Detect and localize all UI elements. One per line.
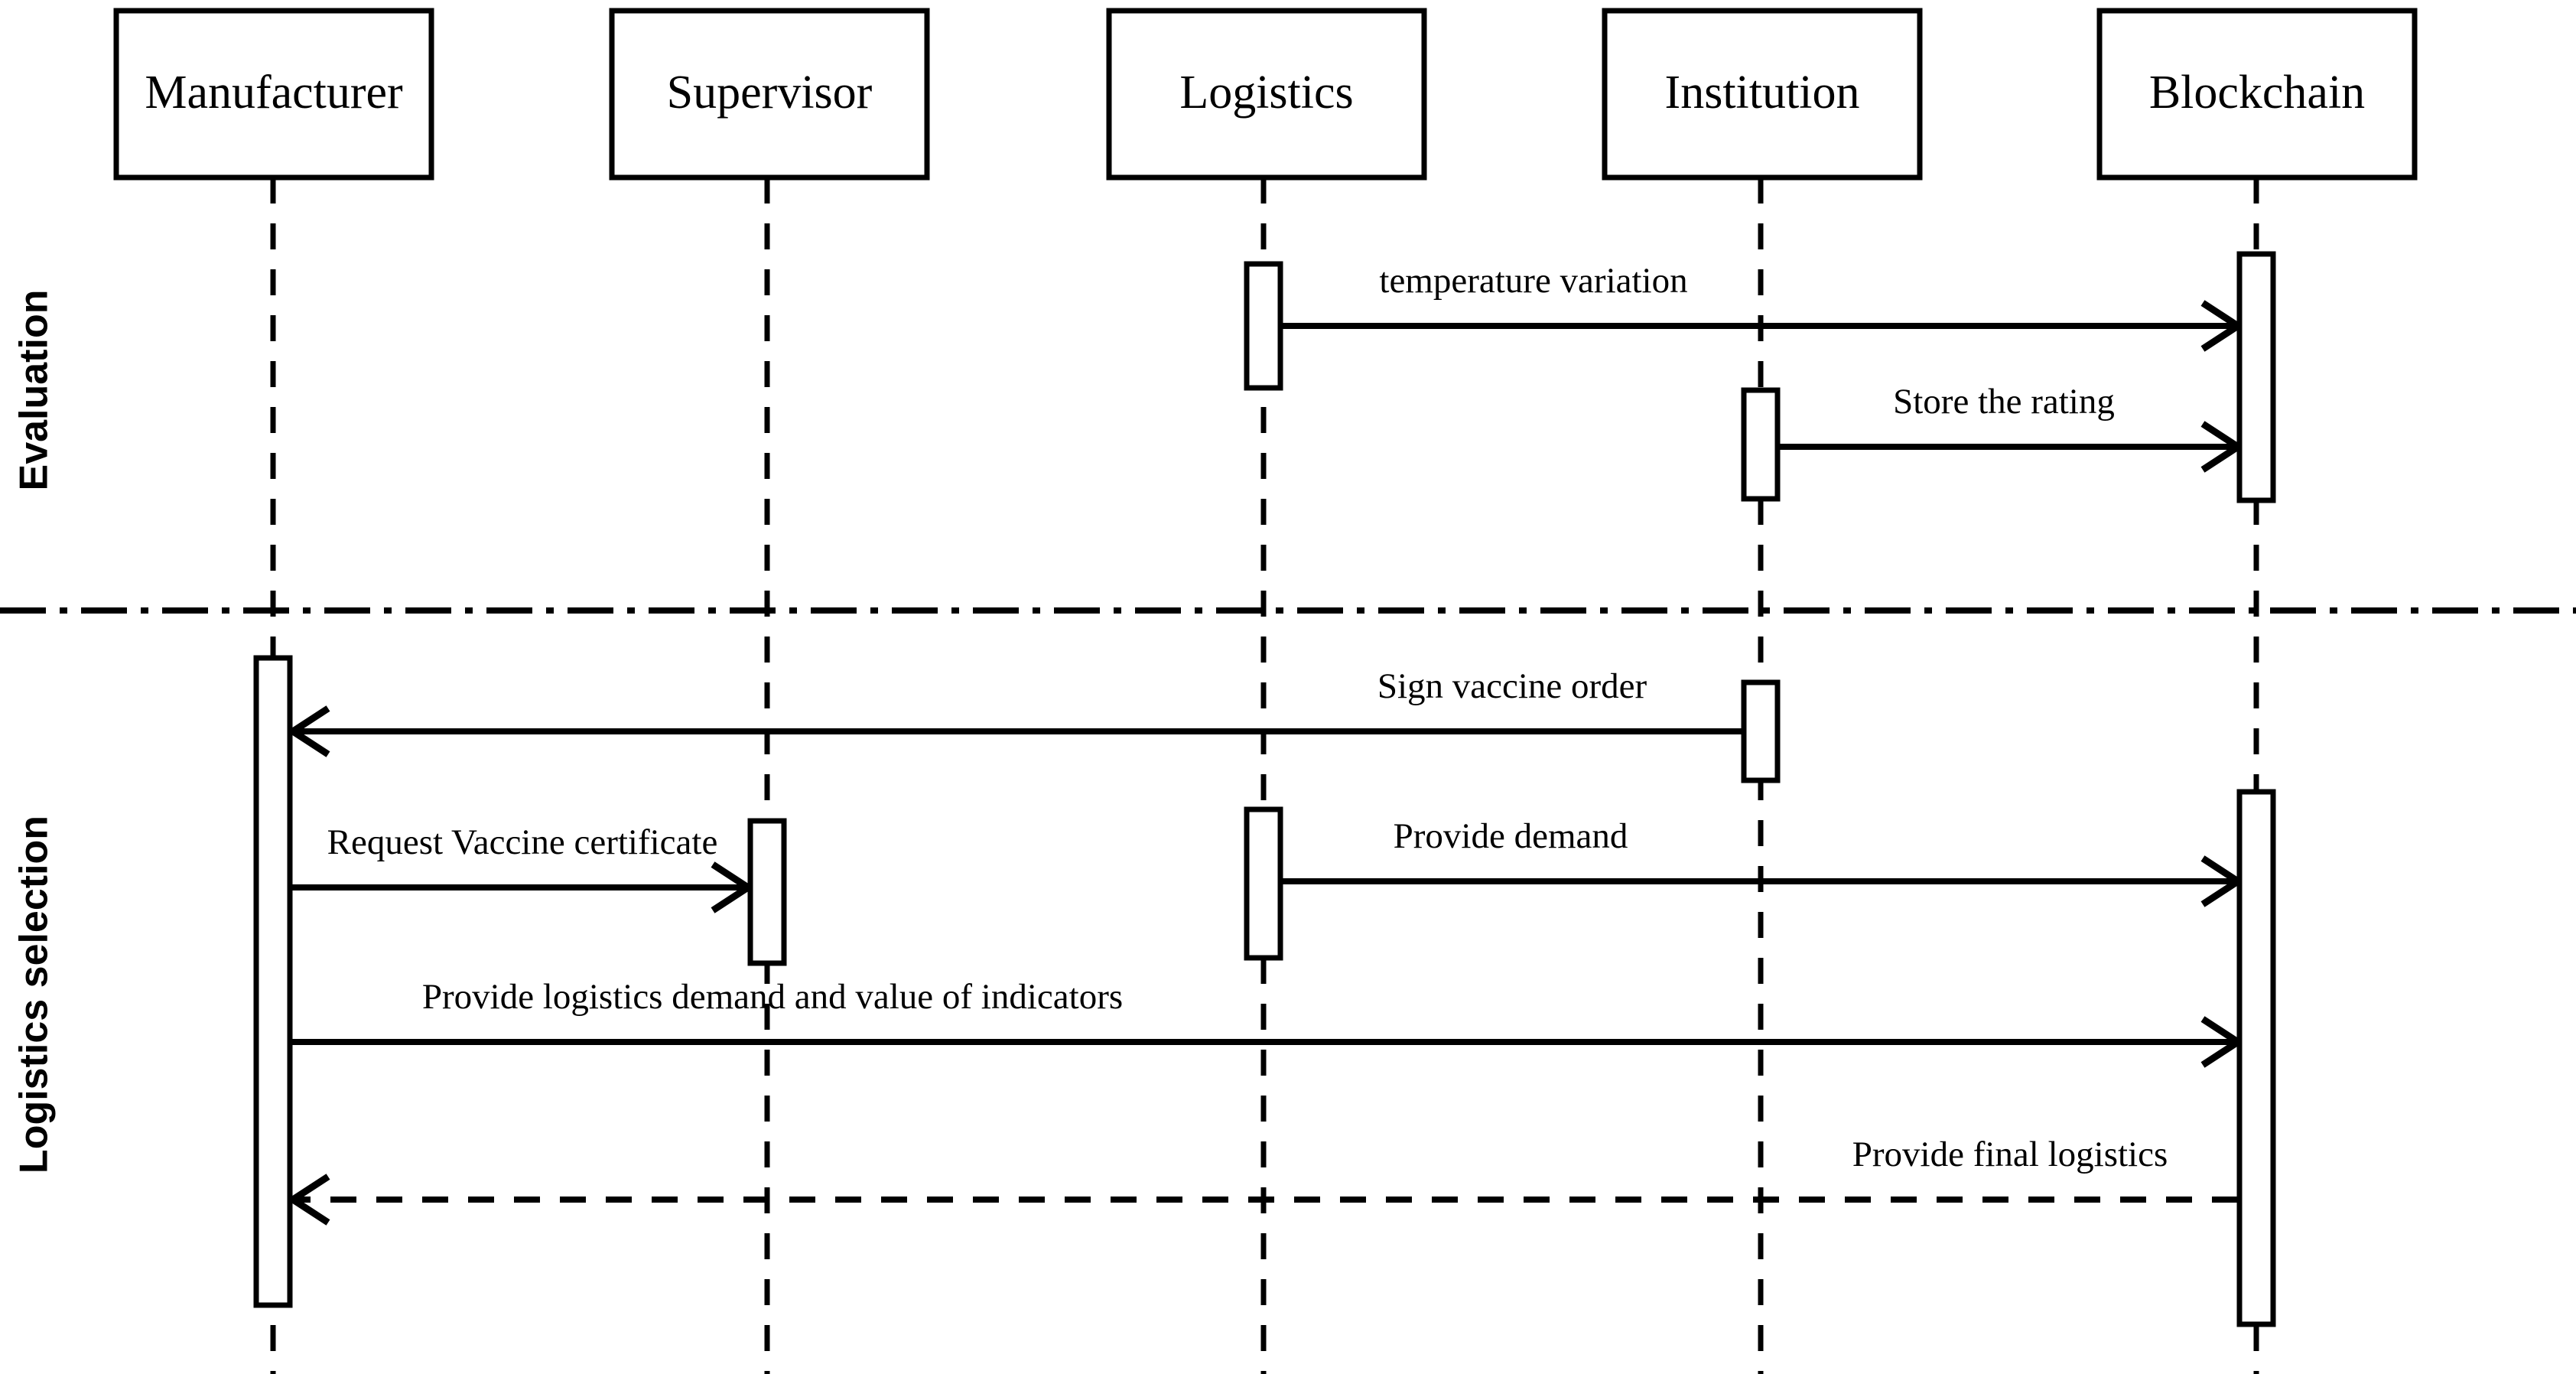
activation-bar-act-blockchain-eval[interactable] (2236, 251, 2276, 503)
activation-bar-act-institution-eval[interactable] (1741, 387, 1781, 502)
actor-label-manufacturer: Manufacturer (145, 67, 403, 119)
actor-box-rect-institution (1602, 8, 1923, 181)
actor-label-logistics: Logistics (1179, 67, 1353, 119)
actor-label-blockchain: Blockchain (2149, 67, 2365, 119)
message-label-msg-5: Provide demand (1394, 816, 1628, 856)
actor-box-manufacturer[interactable]: Manufacturer (113, 8, 434, 181)
actor-box-supervisor[interactable]: Supervisor (609, 8, 930, 181)
activation-bar-act-manufacturer-ls[interactable] (253, 655, 293, 1308)
message-label-msg-4: Request Vaccine certificate (327, 822, 718, 862)
section-label-evaluation: Evaluation (12, 290, 57, 491)
message-msg-2[interactable]: Store the rating (1779, 382, 2245, 473)
message-msg-4[interactable]: Request Vaccine certificate (291, 822, 755, 913)
message-label-msg-3: Sign vaccine order (1377, 666, 1647, 706)
message-label-msg-1: temperature variation (1379, 261, 1687, 301)
message-msg-7[interactable]: Provide final logistics (286, 1135, 2238, 1226)
message-msg-1[interactable]: temperature variation (1282, 261, 2245, 352)
message-label-msg-7: Provide final logistics (1852, 1135, 2168, 1174)
message-label-msg-2: Store the rating (1893, 382, 2115, 422)
arrowhead-msg-7 (286, 1174, 330, 1226)
activation-bar-act-logistics-eval[interactable] (1244, 261, 1283, 391)
actor-boxes-layer: Manufacturer Supervisor Logistics Instit… (113, 8, 2418, 181)
activation-bar-act-supervisor-ls[interactable] (747, 818, 787, 966)
message-msg-3[interactable]: Sign vaccine order (286, 666, 1742, 757)
message-msg-5[interactable]: Provide demand (1282, 816, 2245, 907)
activation-bar-act-blockchain-ls[interactable] (2236, 789, 2276, 1327)
actor-box-logistics[interactable]: Logistics (1106, 8, 1427, 181)
actor-label-institution: Institution (1665, 67, 1860, 119)
activation-bar-act-logistics-ls[interactable] (1244, 806, 1283, 961)
actor-box-rect-manufacturer (113, 8, 434, 181)
activations-layer (253, 251, 2276, 1327)
message-label-msg-6: Provide logistics demand and value of in… (422, 977, 1123, 1017)
actor-box-institution[interactable]: Institution (1602, 8, 1923, 181)
actor-box-blockchain[interactable]: Blockchain (2096, 8, 2418, 181)
message-msg-6[interactable]: Provide logistics demand and value of in… (291, 977, 2245, 1068)
activation-bar-act-institution-ls[interactable] (1741, 679, 1781, 783)
actor-box-rect-blockchain (2096, 8, 2418, 181)
arrowhead-msg-3 (286, 705, 330, 757)
section-label-logistics-selection: Logistics selection (12, 816, 57, 1174)
actor-box-rect-supervisor (609, 8, 930, 181)
actor-box-rect-logistics (1106, 8, 1427, 181)
actor-label-supervisor: Supervisor (667, 67, 873, 119)
